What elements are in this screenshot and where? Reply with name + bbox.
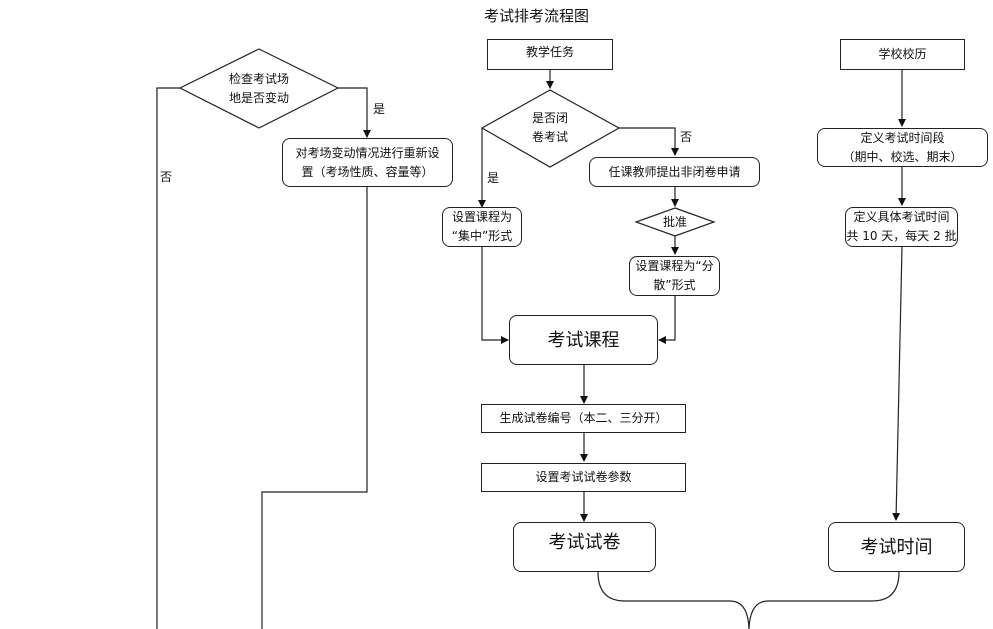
decision-check-venue: 检查考试场 地是否变动 [228, 72, 289, 105]
decision-approve: 批准 [662, 214, 687, 229]
node-school-calendar: 学校校历 [840, 39, 965, 70]
node-teacher-apply: 任课教师提出非闭卷申请 [589, 157, 760, 187]
decision-check-venue-shape [178, 48, 340, 129]
diagram-title: 考试排考流程图 [483, 7, 589, 25]
node-set-dispersed: 设置课程为“分 散”形式 [629, 256, 720, 296]
decision-closed-book-shape [480, 89, 621, 168]
node-teaching-task: 教学任务 [487, 39, 613, 70]
node-exam-course: 考试课程 [509, 315, 658, 365]
label-closed-no: 否 [680, 130, 693, 144]
node-exam-paper: 考试试卷 [513, 522, 656, 572]
edge-time-examtime [892, 246, 903, 521]
edge-venue-no [156, 87, 180, 629]
node-gen-paper-no: 生成试卷编号（本二、三分开） [481, 404, 686, 433]
edge-concentrated-course [481, 247, 509, 344]
node-set-paper-params: 设置考试试卷参数 [481, 463, 686, 492]
label-closed-yes: 是 [487, 171, 500, 185]
node-exam-time: 考试时间 [828, 522, 965, 572]
edge-closed-no [619, 127, 679, 156]
edge-merge-brace [597, 571, 900, 629]
edge-dispersed-course [658, 296, 676, 344]
node-reset-venue: 对考场变动情况进行重新设 置（考场性质、容量等） [282, 138, 453, 187]
edge-venue-yes [338, 87, 371, 138]
node-define-period: 定义考试时间段 （期中、校选、期末） [817, 128, 988, 167]
label-venue-yes: 是 [373, 102, 386, 116]
label-venue-no: 否 [160, 170, 173, 184]
edge-reset-down [261, 187, 368, 629]
node-set-concentrated: 设置课程为 “集中”形式 [442, 207, 522, 247]
decision-closed-book: 是否闭 卷考试 [531, 111, 568, 144]
node-define-time: 定义具体考试时间 共 10 天，每天 2 批 [845, 207, 958, 247]
